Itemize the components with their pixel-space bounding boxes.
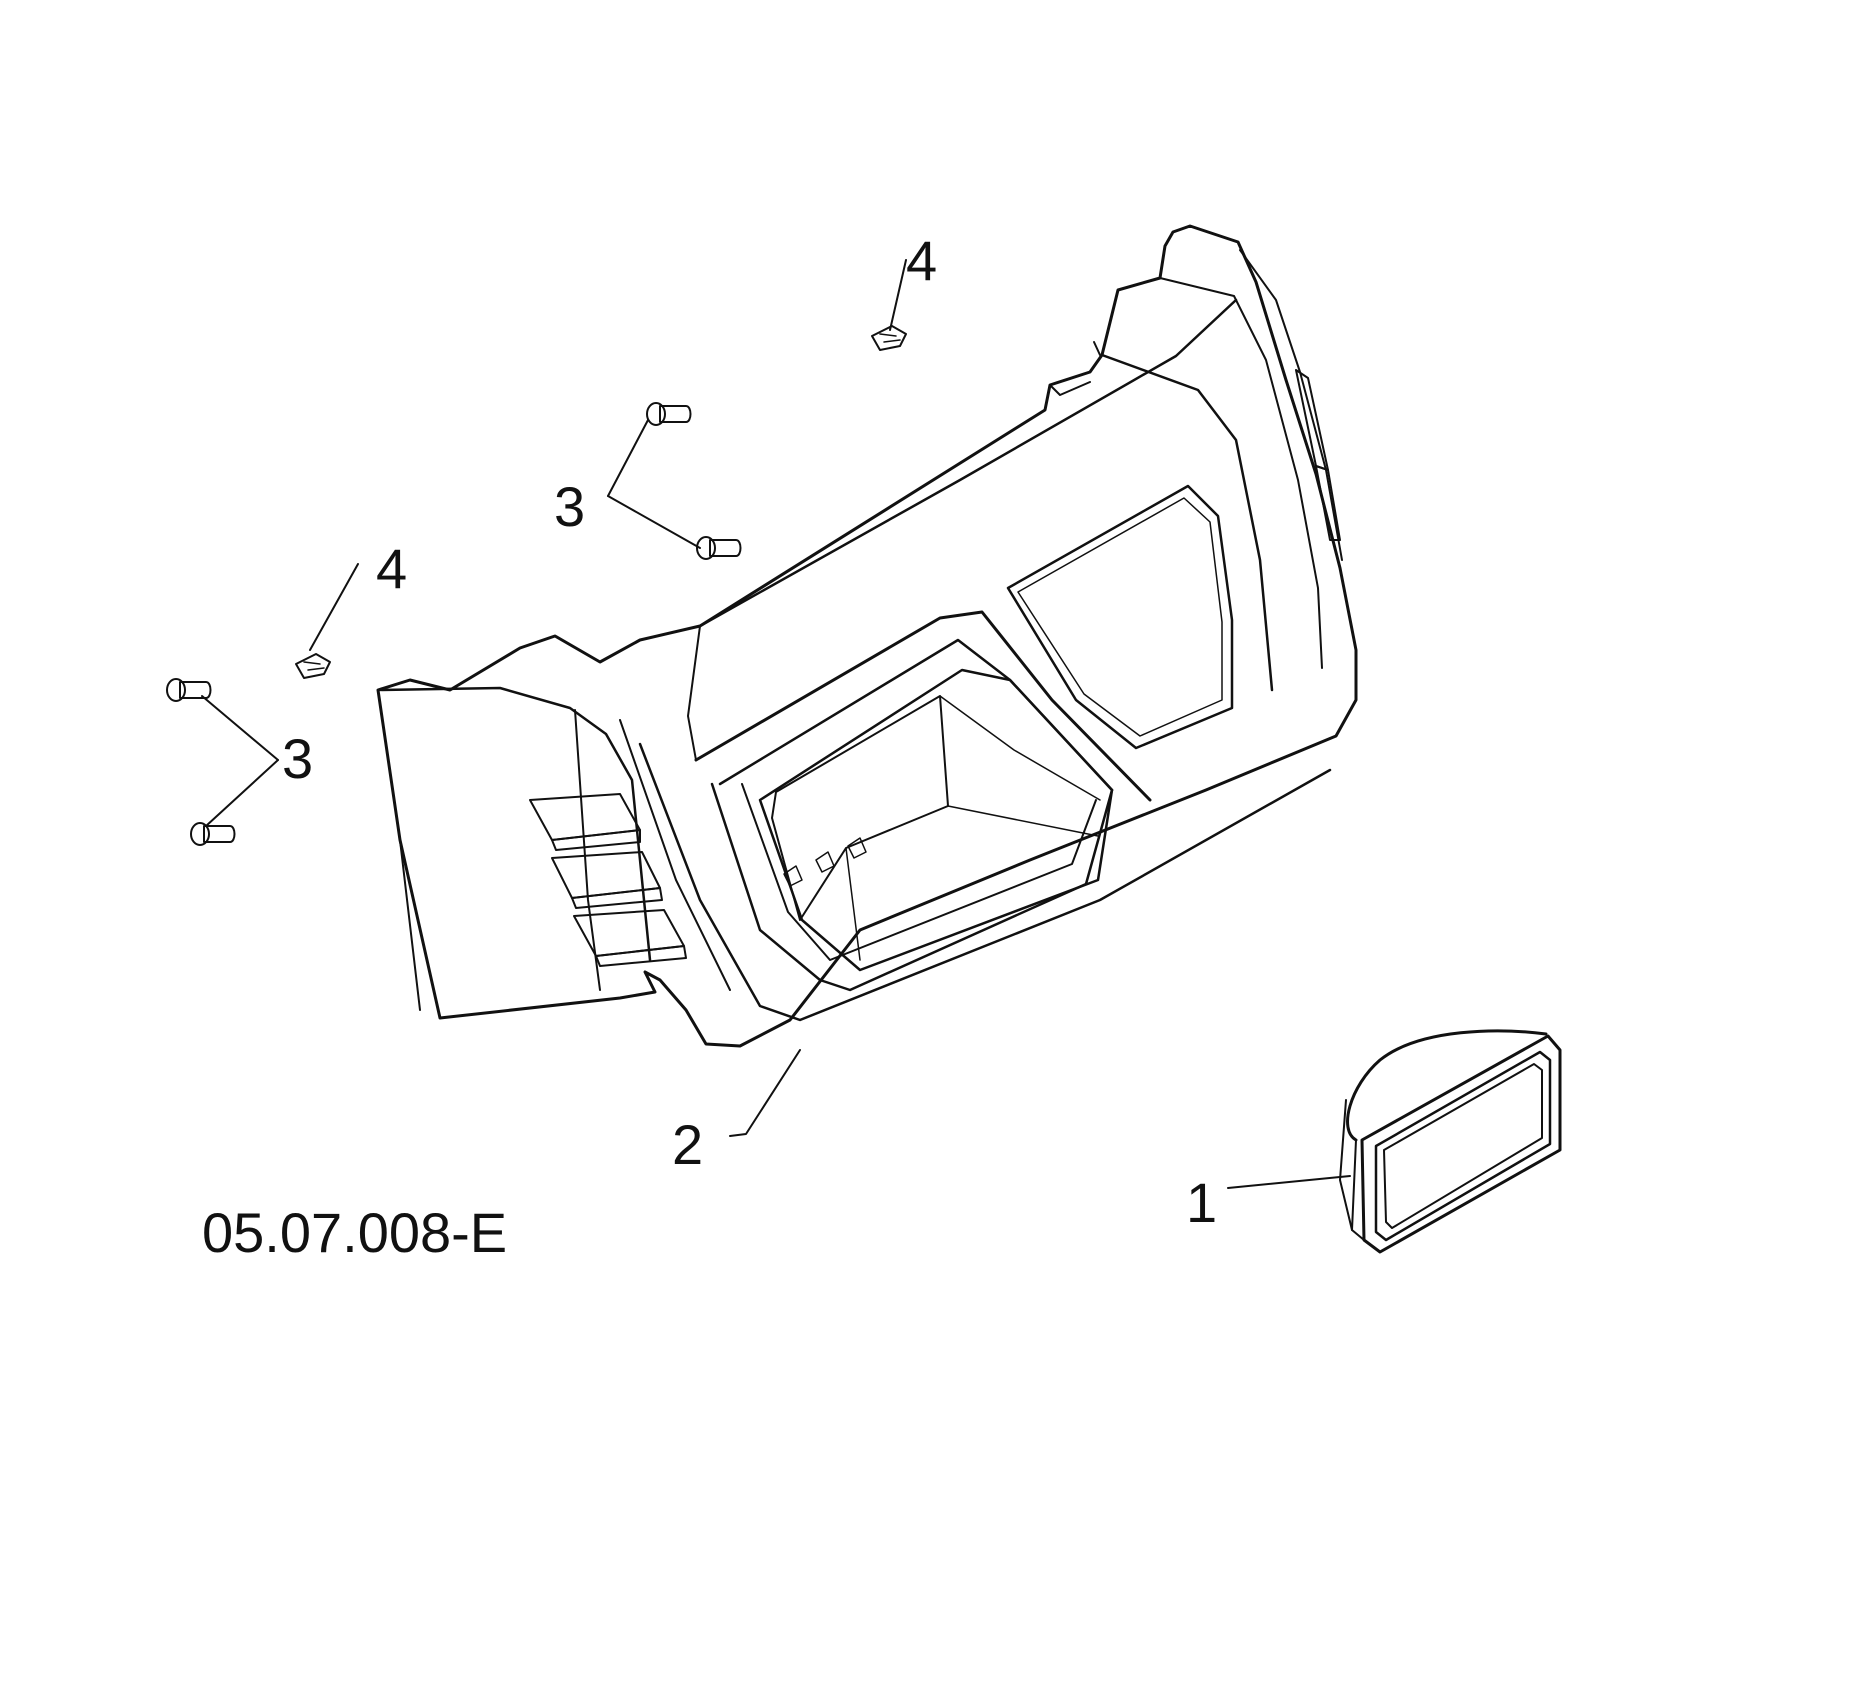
drawing-number: 05.07.008-E: [202, 1201, 507, 1264]
clip-part-4-upper: [871, 325, 907, 351]
callout-part-4-upper: 4: [906, 229, 937, 292]
screw-part-3-upper-a: [646, 402, 692, 426]
headlamp-part-1: [1339, 1029, 1562, 1254]
screw-part-3-lower-b: [190, 822, 236, 846]
screw-part-3-lower-a: [166, 678, 212, 702]
callout-part-3-upper: 3: [554, 475, 585, 538]
clip-part-4-lower: [295, 653, 331, 679]
leader-lines: [201, 259, 1351, 1189]
callout-part-4-lower: 4: [376, 537, 407, 600]
callout-part-3-lower: 3: [282, 727, 313, 790]
callout-part-1: 1: [1186, 1171, 1217, 1234]
callout-part-2: 2: [672, 1113, 703, 1176]
screw-part-3-upper-b: [696, 536, 742, 560]
front-panel-part-2: [376, 224, 1358, 1048]
